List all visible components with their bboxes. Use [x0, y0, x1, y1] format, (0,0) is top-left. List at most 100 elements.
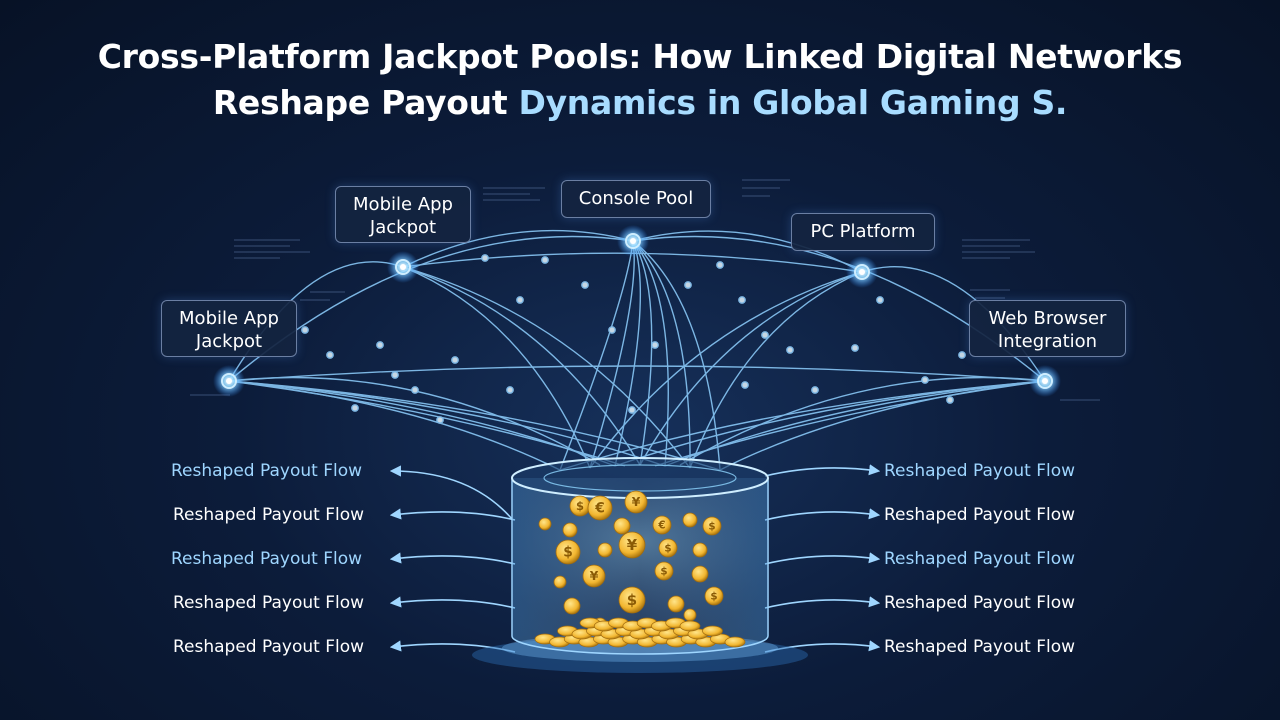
node-label-line-2: Jackpot	[369, 217, 437, 238]
network-connections	[228, 229, 1046, 471]
right-flow-arrow	[764, 464, 881, 477]
node-core	[226, 378, 232, 384]
connection-curve-mobile-app-left	[228, 380, 721, 471]
right-flow-label-5: Reshaped Payout Flow	[884, 637, 1076, 657]
coin: ¥	[582, 564, 606, 588]
node-core	[1042, 378, 1048, 384]
connection-curve-console	[632, 240, 653, 466]
coin-symbol: $	[563, 545, 573, 561]
right-flow-label-4: Reshaped Payout Flow	[884, 593, 1076, 613]
coin: ¥	[618, 531, 646, 559]
right-flow-label-1: Reshaped Payout Flow	[884, 461, 1076, 481]
cross-link-curve	[632, 230, 863, 273]
coin-body	[618, 586, 646, 614]
node-console	[617, 225, 649, 257]
junction-dot	[506, 386, 514, 394]
coin	[691, 565, 709, 583]
left-flow-arrow	[389, 596, 516, 609]
junction-dot	[628, 406, 636, 414]
node-web	[1029, 365, 1061, 397]
coin	[682, 512, 698, 528]
connection-curve-web	[664, 380, 1046, 467]
coin-body	[618, 531, 646, 559]
coin	[667, 595, 685, 613]
right-flow-label-2: Reshaped Payout Flow	[884, 505, 1076, 525]
coin-symbol: ¥	[627, 536, 638, 554]
left-flow-label-2: Reshaped Payout Flow	[173, 505, 365, 525]
coin-symbol: €	[594, 501, 605, 517]
node-label-line-1: Mobile App	[179, 308, 279, 329]
connection-curve-mobile-app-upper	[402, 266, 641, 466]
coin-symbol: $	[708, 520, 715, 532]
node-label-mobile-app-upper: Mobile App Jackpot	[335, 186, 471, 243]
coin-symbol: $	[660, 565, 667, 577]
coin: €	[587, 495, 613, 521]
decorative-data-lines	[190, 179, 1100, 401]
right-flow-arrow	[764, 640, 881, 653]
junction-dot	[351, 404, 359, 412]
right-flow-arrow	[764, 552, 881, 565]
sweep-curve	[679, 376, 1046, 466]
pile-coin	[679, 620, 701, 632]
node-label-console-pool: Console Pool	[561, 180, 711, 218]
coin-body	[587, 495, 613, 521]
left-flow-arrow	[389, 508, 516, 521]
coin-symbol: $	[576, 499, 584, 513]
junction-dot	[738, 296, 746, 304]
connection-curve-mobile-app-upper	[402, 266, 591, 469]
junction-dot	[376, 341, 384, 349]
coin	[553, 575, 567, 589]
left-flow-label-1: Reshaped Payout Flow	[171, 461, 363, 481]
junction-dot	[608, 326, 616, 334]
right-flow-label-3: Reshaped Payout Flow	[884, 549, 1076, 569]
node-label-web-browser: Web Browser Integration	[969, 300, 1126, 357]
coin-symbol: $	[664, 542, 671, 554]
coin-symbol: $	[627, 591, 637, 609]
coin-body	[702, 516, 722, 536]
node-label-line-2: Jackpot	[195, 331, 263, 352]
junction-dot	[516, 296, 524, 304]
coin-body	[654, 561, 674, 581]
coin-body	[667, 595, 685, 613]
node-ring	[625, 233, 641, 249]
coin-body	[624, 490, 648, 514]
connection-curve-mobile-app-left	[228, 380, 561, 471]
jackpot-coins: $€¥€$$¥$¥$$$	[534, 490, 746, 648]
connection-curve-pc	[639, 271, 863, 466]
coin-body	[563, 597, 581, 615]
left-flow-label-4: Reshaped Payout Flow	[173, 593, 365, 613]
coin-symbol: $	[710, 590, 717, 602]
coin-body	[691, 565, 709, 583]
coin: $	[618, 586, 646, 614]
coin-symbol: ¥	[590, 568, 599, 583]
junction-dot	[684, 281, 692, 289]
node-label-line-1: Console Pool	[578, 188, 694, 209]
junction-dot	[481, 254, 489, 262]
coin-body	[682, 512, 698, 528]
junction-dot	[946, 396, 954, 404]
coin-body	[582, 564, 606, 588]
coin	[563, 597, 581, 615]
title-line-2: Reshape Payout Dynamics in Global Gaming…	[0, 80, 1280, 126]
node-label-line-1: Mobile App	[353, 194, 453, 215]
coin-body	[538, 517, 552, 531]
coin-body	[658, 538, 678, 558]
coin	[692, 542, 708, 558]
node-pc	[846, 256, 878, 288]
junction-dot	[958, 351, 966, 359]
junction-dot	[741, 381, 749, 389]
connection-curve-pc	[589, 271, 863, 469]
page-title: Cross-Platform Jackpot Pools: How Linked…	[0, 34, 1280, 126]
coin-body	[704, 586, 724, 606]
junction-dot	[876, 296, 884, 304]
coin: $	[654, 561, 674, 581]
junction-dot	[716, 261, 724, 269]
coin-symbol: €	[657, 519, 665, 531]
sweep-curve	[654, 380, 1046, 467]
connection-curve-console	[589, 240, 635, 469]
junction-dot	[411, 386, 419, 394]
pile-coin	[702, 625, 723, 637]
junction-dot	[581, 281, 589, 289]
node-ring	[395, 259, 411, 275]
